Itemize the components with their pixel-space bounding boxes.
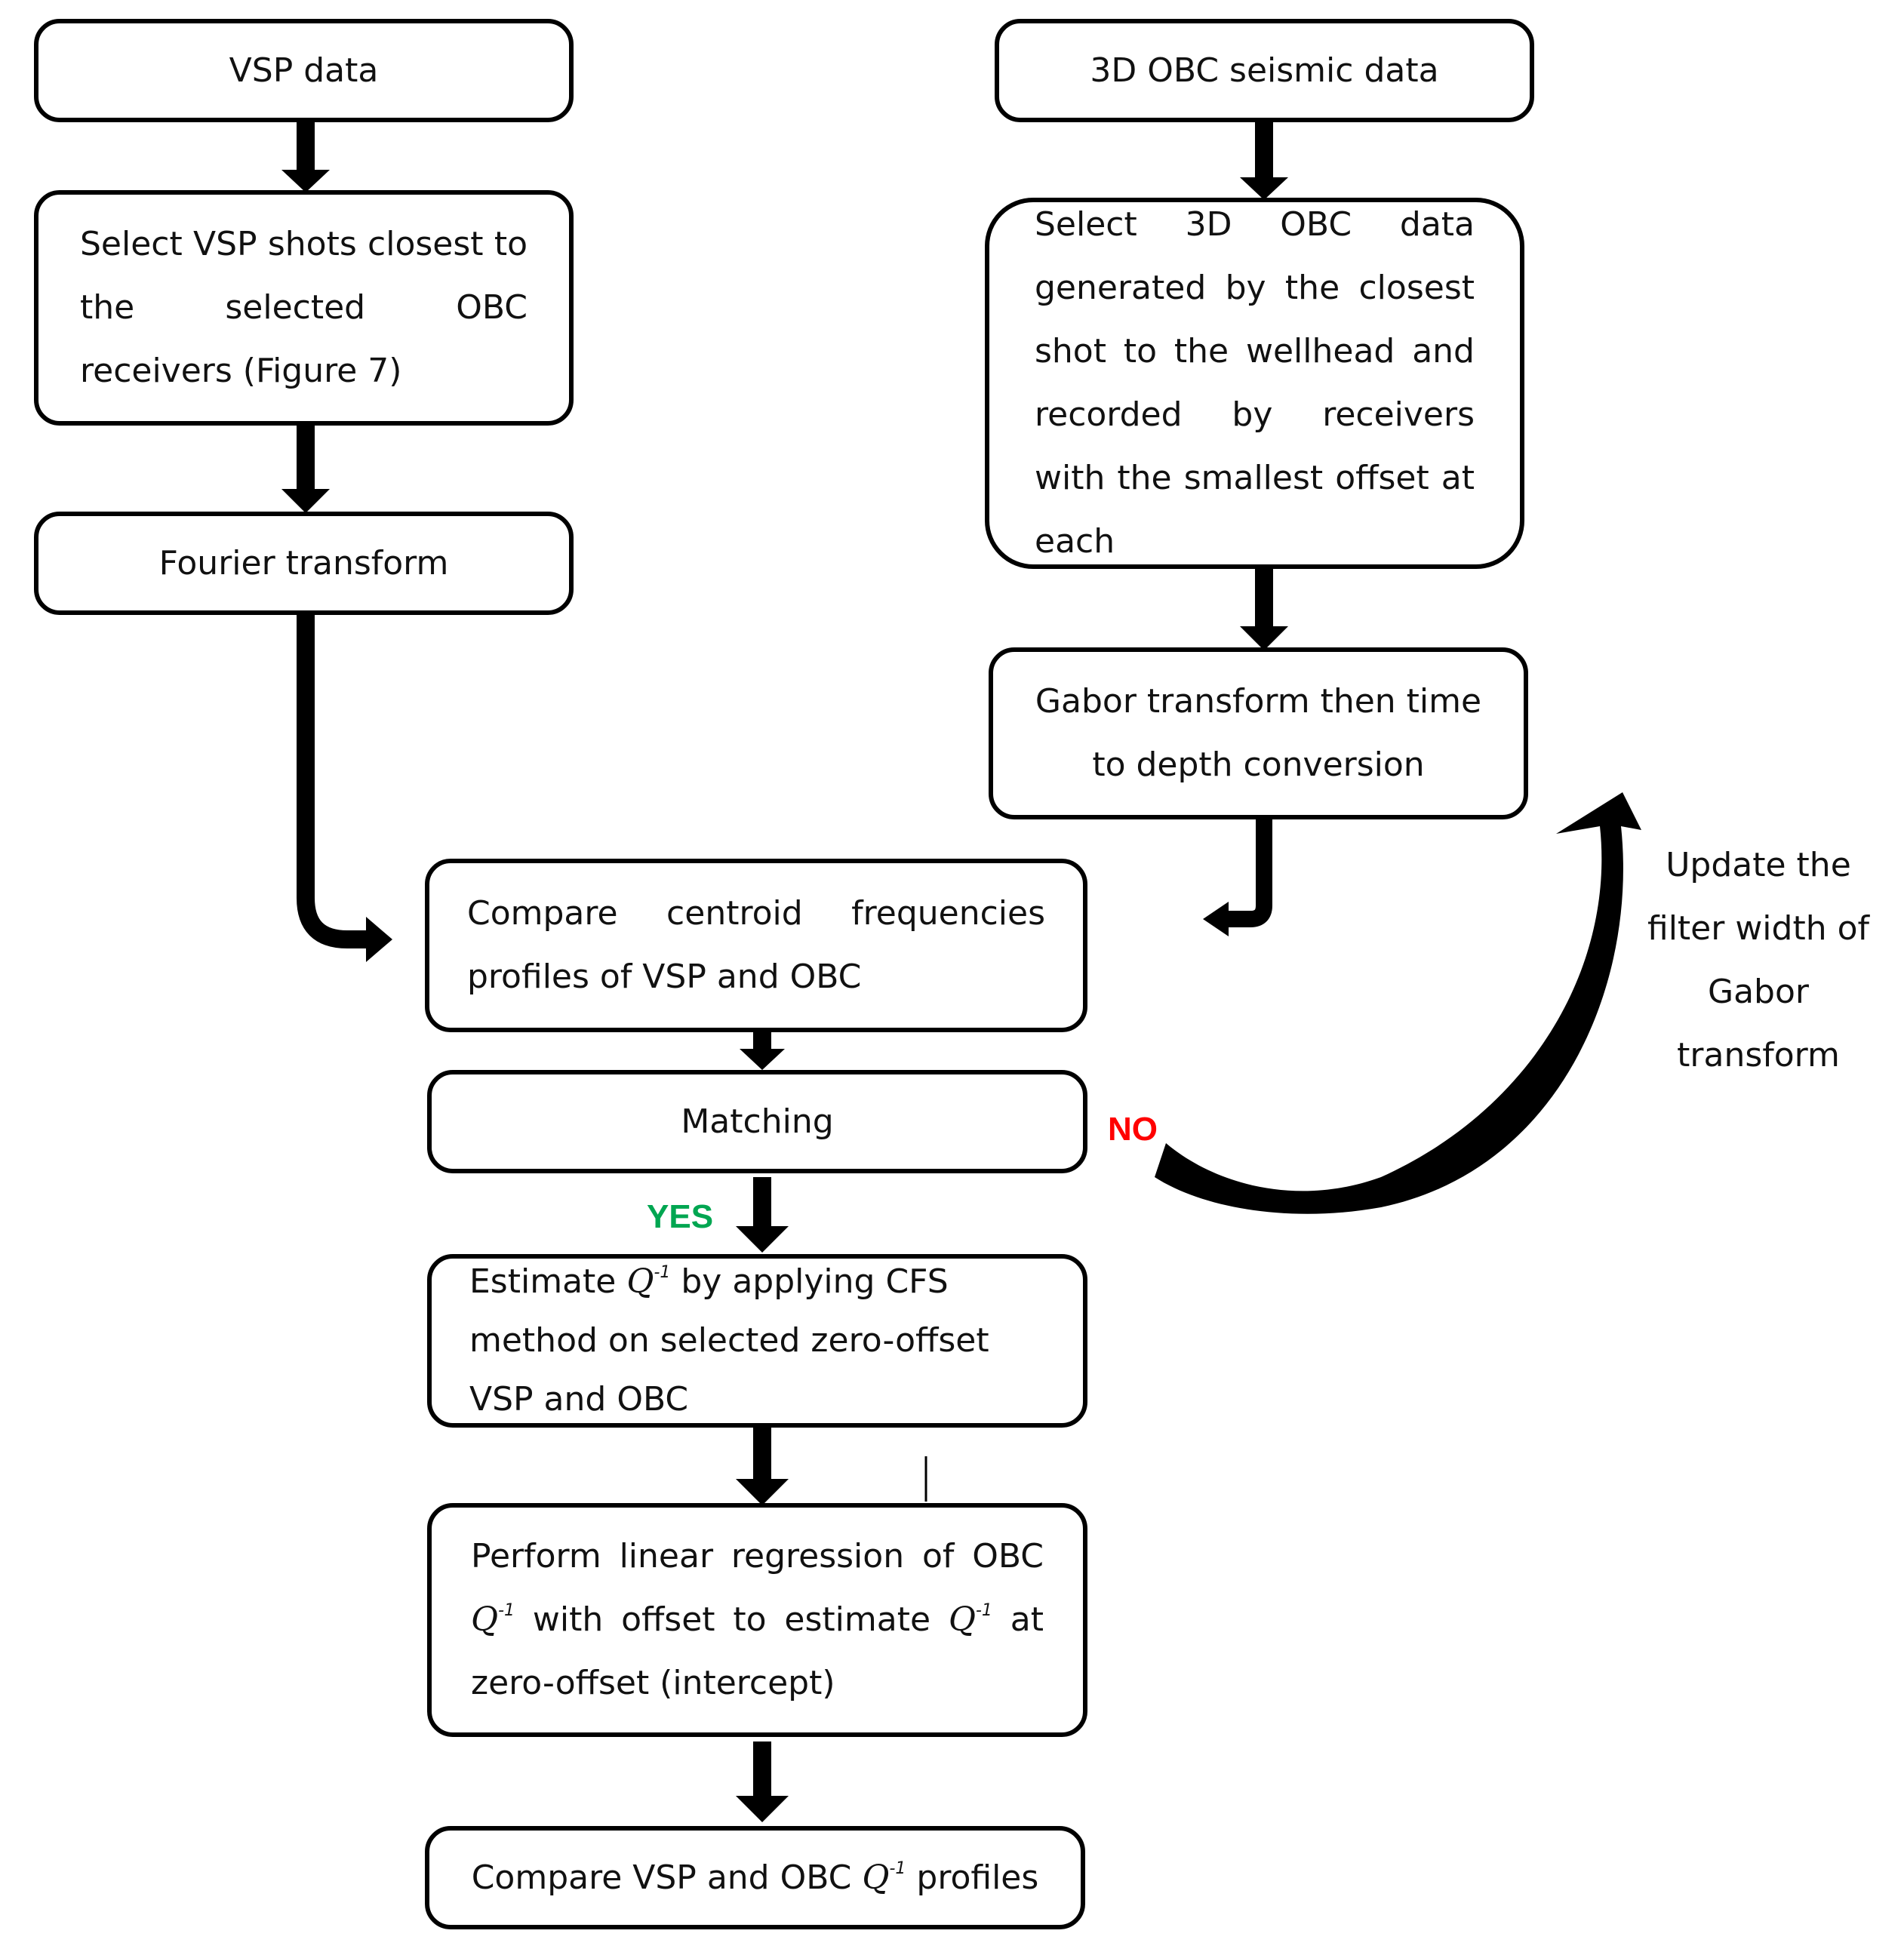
estimate-sup: -1 [654, 1263, 671, 1282]
select-obc-label: Select 3D OBC data generated by the clos… [1035, 205, 1475, 561]
update-filter-note: Update the filter width of Gabor transfo… [1647, 846, 1869, 1074]
fourier-label: Fourier transform [158, 543, 449, 583]
final-compare-box: Compare VSP and OBC Q-1 profiles [425, 1826, 1085, 1929]
regression-sup1: -1 [498, 1601, 515, 1620]
matching-box: Matching [427, 1070, 1087, 1173]
matching-label: Matching [681, 1102, 834, 1141]
final-q: Q [862, 1858, 890, 1897]
final-sup: -1 [889, 1858, 906, 1878]
regression-mid: with offset to estimate [532, 1600, 931, 1639]
arrow-compare-to-matching [740, 1031, 785, 1070]
regression-q2: Q [948, 1600, 976, 1639]
arrow-select-to-fourier [281, 423, 330, 513]
obc-data-box: 3D OBC seismic data [995, 19, 1534, 122]
no-label: NO [1108, 1111, 1158, 1148]
fourier-box: Fourier transform [34, 512, 574, 615]
estimate-box: Estimate Q-1 by applying CFS method on s… [427, 1254, 1087, 1428]
arrow-no-feedback [1155, 792, 1641, 1214]
arrow-matching-to-estimate [736, 1177, 789, 1253]
arrow-selectobc-to-gabor [1240, 567, 1288, 650]
final-compare-label: Compare VSP and OBC Q-1 profiles [472, 1846, 1039, 1910]
yes-label: YES [647, 1198, 714, 1235]
arrow-fourier-to-compare [297, 613, 370, 948]
arrow-gabor-to-compare [1223, 819, 1272, 927]
regression-q1: Q [471, 1600, 499, 1639]
regression-pre: Perform linear regression of OBC [471, 1537, 1044, 1575]
select-vsp-box: Select VSP shots closest to the selected… [34, 190, 574, 426]
obc-data-label: 3D OBC seismic data [1090, 51, 1439, 90]
arrow-vsp-to-select [281, 121, 330, 192]
estimate-pre: Estimate [469, 1262, 617, 1301]
compare-centroid-label: Compare centroid frequencies profiles of… [467, 894, 1045, 996]
regression-box: Perform linear regression of OBC Q-1 wit… [427, 1503, 1087, 1737]
vsp-data-box: VSP data [34, 19, 574, 122]
arrow-gabor-head [1203, 902, 1229, 936]
estimate-q: Q [626, 1262, 654, 1301]
arrow-fourier-head [366, 917, 392, 962]
compare-centroid-box: Compare centroid frequencies profiles of… [425, 859, 1087, 1032]
select-obc-box: Select 3D OBC data generated by the clos… [985, 198, 1524, 569]
vsp-data-label: VSP data [229, 51, 379, 90]
final-post: profiles [916, 1858, 1039, 1897]
final-pre: Compare VSP and OBC [471, 1858, 852, 1897]
arrow-estimate-to-regression [736, 1428, 789, 1505]
regression-sup2: -1 [975, 1601, 992, 1620]
estimate-post: by applying CFS method on selected zero-… [469, 1262, 989, 1419]
estimate-label: Estimate Q-1 by applying CFS method on s… [469, 1253, 1045, 1429]
select-vsp-label: Select VSP shots closest to the selected… [80, 225, 528, 390]
arrow-regression-to-final [736, 1741, 789, 1822]
arrow-obc-to-select [1240, 121, 1288, 200]
regression-post: at zero-offset (intercept) [471, 1600, 1044, 1702]
gabor-label: Gabor transform then time to depth conve… [1035, 682, 1482, 784]
gabor-box: Gabor transform then time to depth conve… [989, 647, 1528, 819]
regression-label: Perform linear regression of OBC Q-1 wit… [471, 1525, 1044, 1715]
